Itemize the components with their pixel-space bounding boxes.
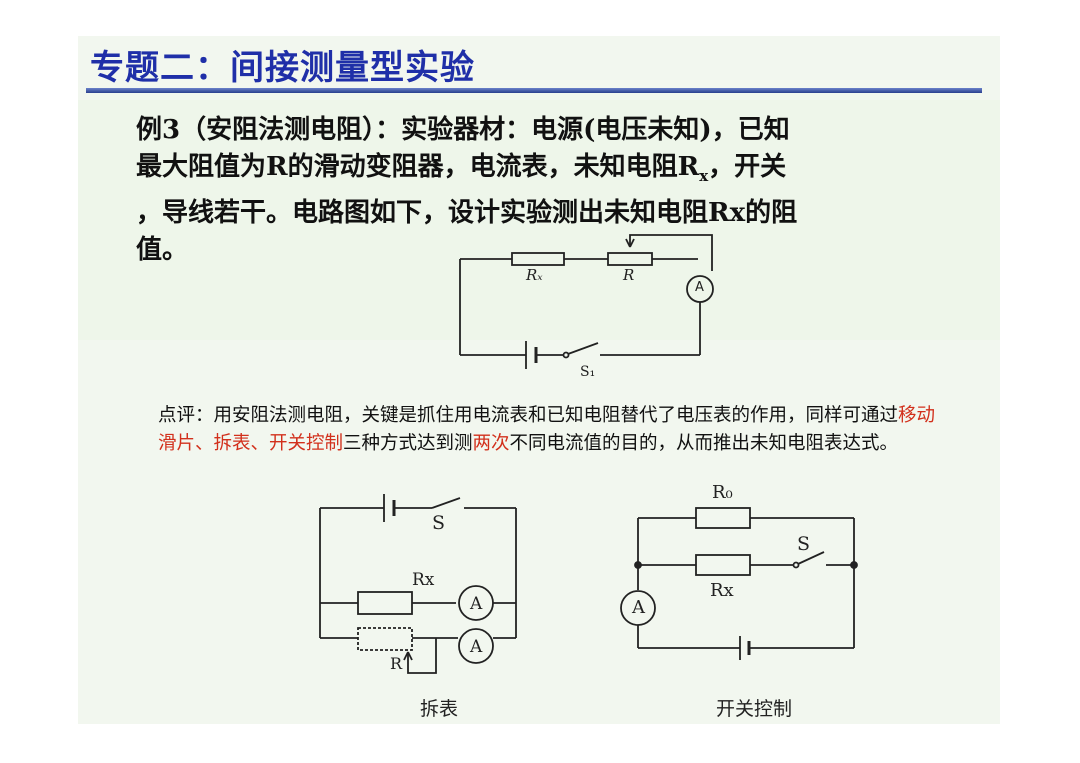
switch-lever [797,551,825,565]
right-r0-label: R₀ [712,482,733,503]
slider-arrow [625,238,635,248]
slider-wire [629,234,713,271]
page-title: 专题二：间接测量型实验 [90,48,475,88]
problem-text: 例3（安阻法测电阻）：实验器材：电源(电压未知)，已知 最大阻值为R的滑动变阻器… [136,112,926,269]
resistor-rx [695,554,751,576]
left-ammeter-1-label: A [470,594,483,614]
right-caption: 开关控制 [716,698,793,720]
switch-contact [792,561,800,569]
problem-line-2a: 最大阻值为R的滑动变阻器，电流表，未知电阻R [136,152,700,182]
comment-highlight-twice: 两次 [472,433,510,454]
left-caption: 拆表 [420,698,459,720]
resistor-rx [357,591,413,615]
problem-line-2: 最大阻值为R的滑动变阻器，电流表，未知电阻Rx，开关 [136,149,926,195]
comment-text: 点评：用安阻法测电阻，关键是抓住用电流表和已知电阻替代了电压表的作用，同样可通过… [158,402,938,458]
slider-arrow [403,651,413,661]
main-ammeter-label: A [695,280,704,295]
main-rx-label: Rₓ [526,266,543,284]
main-switch-label: S₁ [580,364,596,380]
left-rx-label: Rx [412,570,435,590]
main-r-label: R [623,266,635,284]
right-ammeter-label: A [632,597,645,618]
rheostat-r [607,252,653,266]
comment-highlight-methods: 移动滑片、拆表、开关控制 [158,405,936,454]
slider-wire [407,638,437,674]
switch-lever [567,342,599,355]
left-ammeter-2-label: A [470,637,483,657]
switch-contact [562,351,570,359]
resistor-rx [511,252,565,266]
comment-part-2: 三种方式达到测 [343,433,473,454]
problem-line-1: 例3（安阻法测电阻）：实验器材：电源(电压未知)，已知 [136,115,790,145]
right-switch-label: S [797,533,811,555]
problem-line-4: 值。 [136,235,189,266]
problem-line-2b: ，开关 [708,152,787,182]
left-circuit-diagram [319,494,517,674]
switch-lever [431,497,461,509]
junction-dot [850,561,858,569]
comment-part-3: 不同电流值的目的，从而推出未知电阻表达式。 [509,433,899,454]
rx-subscript: x [699,167,709,186]
main-circuit-diagram [459,234,714,369]
left-r-label: R [390,654,403,673]
problem-line-3: ，导线若干。电路图如下，设计实验测出未知电阻Rx的阻 [136,198,798,229]
problem-panel [78,100,1000,340]
left-switch-label: S [432,512,446,534]
right-circuit-diagram [620,507,858,660]
rheostat-r [357,627,413,651]
right-rx-label: Rx [710,580,734,601]
title-divider [86,88,982,93]
resistor-r0 [695,507,751,529]
comment-part-1: 点评：用安阻法测电阻，关键是抓住用电流表和已知电阻替代了电压表的作用，同样可通过 [158,405,899,426]
ammeter-2-symbol [458,628,494,664]
